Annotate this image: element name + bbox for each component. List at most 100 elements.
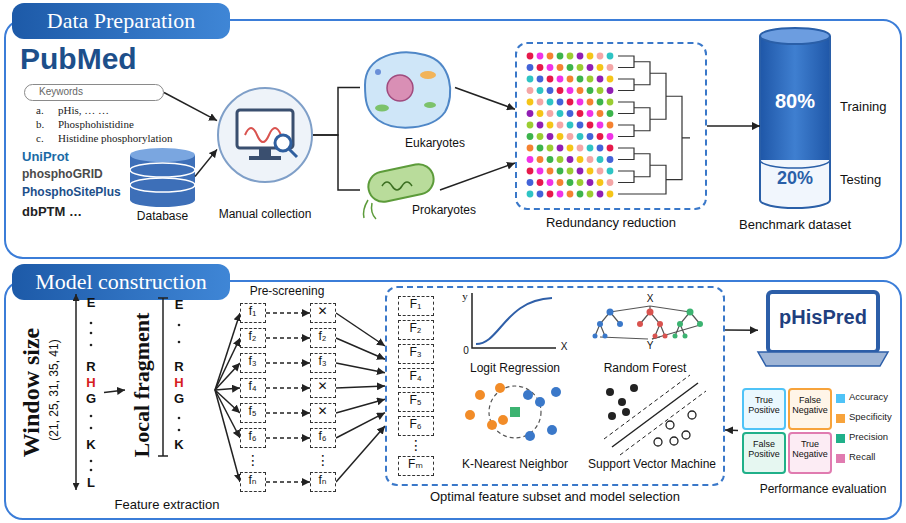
- feature-box: f₂: [240, 328, 266, 348]
- sequence-dot: [607, 76, 614, 83]
- feature-box: F₁: [398, 296, 434, 316]
- node-label: F₃: [399, 346, 432, 360]
- node-label: ✕: [311, 405, 334, 419]
- sequence-dot: [607, 122, 614, 129]
- sequence-dot: [577, 122, 584, 129]
- sequence-dot: [547, 179, 554, 186]
- node-label: F₂: [399, 322, 432, 336]
- text-label: X: [644, 293, 656, 305]
- connector: [164, 93, 217, 121]
- legend-swatch: [836, 454, 845, 463]
- text-label: ⋮: [405, 437, 427, 453]
- node-label: 20%: [760, 168, 830, 189]
- node-label: f₂: [311, 330, 334, 344]
- node-label: Benchmark dataset: [730, 218, 860, 233]
- legend-swatch: [836, 414, 845, 423]
- sequence-dot: [567, 76, 574, 83]
- node-label: 80%: [760, 90, 830, 113]
- legend-swatch: [836, 394, 845, 403]
- sequence-dot: [577, 87, 584, 94]
- text-label: UniProt: [22, 150, 122, 165]
- sequence-dot: [527, 53, 534, 60]
- node-label: False Positive: [745, 439, 783, 460]
- feature-box: fₙ: [310, 472, 336, 492]
- collection-node: Manual collection: [217, 87, 313, 183]
- sequence-dot: [587, 179, 594, 186]
- sequence-dot: [557, 64, 564, 71]
- sequence-dot: [557, 53, 564, 60]
- node-label: False Negative: [791, 395, 829, 416]
- dataset-cylinder: [760, 28, 830, 208]
- feature-box: fₙ: [240, 472, 266, 492]
- connector: [336, 363, 385, 373]
- sequence-dot: [577, 99, 584, 106]
- sequence-dot: [547, 133, 554, 140]
- node-label: fₙ: [241, 474, 264, 488]
- node-label: Testing: [840, 173, 902, 188]
- sequence-dot: [537, 53, 544, 60]
- sequence-dot: [587, 191, 594, 198]
- sequence-dot: [607, 156, 614, 163]
- text-label: Logit Regression: [450, 362, 580, 376]
- sequence-dot: [607, 64, 614, 71]
- sequence-dot: [537, 122, 544, 129]
- sequence-dot: [527, 110, 534, 117]
- connector: [266, 337, 310, 339]
- sequence-dot: [577, 168, 584, 175]
- text-label: Random Forest: [585, 362, 705, 376]
- text-label: K: [84, 438, 98, 453]
- sequence-dot: [527, 87, 534, 94]
- feature-box: ✕: [310, 303, 336, 323]
- sequence-dot: [547, 168, 554, 175]
- connector: [336, 386, 385, 388]
- sequence-dot: [577, 156, 584, 163]
- sequence-dot: [557, 145, 564, 152]
- text-label: 0: [461, 345, 471, 357]
- node-label: F₅: [399, 394, 432, 408]
- sequence-dot: [547, 76, 554, 83]
- text-label: G: [172, 392, 186, 407]
- text-label: R: [84, 360, 98, 375]
- node-label: f₃: [241, 355, 264, 369]
- sequence-dot: [597, 145, 604, 152]
- text-label: Feature extraction: [92, 498, 242, 513]
- text-label: Histidine phosphorylation: [58, 132, 188, 145]
- process-box: Redundancy reduction: [515, 42, 707, 210]
- sequence-dot: [537, 133, 544, 140]
- panel: [5, 281, 901, 519]
- matrix-cell: False Negative: [788, 388, 832, 430]
- sequence-dot: [567, 64, 574, 71]
- connector: [215, 390, 240, 438]
- sequence-dot: [607, 191, 614, 198]
- sequence-dot: [587, 87, 594, 94]
- feature-box: F₄: [398, 368, 434, 388]
- text-label: G: [84, 392, 98, 407]
- text-label: y: [460, 290, 470, 303]
- computer-icon: [218, 88, 312, 182]
- feature-box: f₃: [310, 353, 336, 373]
- node-label: Performance evaluation: [748, 483, 898, 497]
- feature-box: f₆: [310, 428, 336, 448]
- sequence-dot: [537, 110, 544, 117]
- feature-box: ✕: [310, 378, 336, 398]
- legend-swatch: [836, 434, 845, 443]
- sequence-dot: [587, 110, 594, 117]
- sequence-dot: [567, 145, 574, 152]
- sequence-dot: [587, 99, 594, 106]
- feature-box: f₄: [240, 378, 266, 398]
- sequence-dot: [577, 64, 584, 71]
- sequence-dot: [537, 179, 544, 186]
- window-range-arrow: [76, 294, 168, 490]
- sequence-dot: [527, 122, 534, 129]
- sequence-dot: [607, 53, 614, 60]
- connector: [266, 387, 310, 389]
- panel-title: Model construction: [12, 269, 230, 294]
- feature-box: f₅: [240, 403, 266, 423]
- sequence-dot: [567, 53, 574, 60]
- connector: [440, 163, 515, 190]
- node-label: Manual collection: [197, 208, 333, 222]
- sequence-dot: [567, 87, 574, 94]
- matrix-cell: True Negative: [788, 432, 832, 474]
- dataset-node: 80%Training20%TestingBenchmark dataset: [760, 28, 830, 213]
- node-label: (21, 25, 31, 35, 41): [48, 320, 62, 460]
